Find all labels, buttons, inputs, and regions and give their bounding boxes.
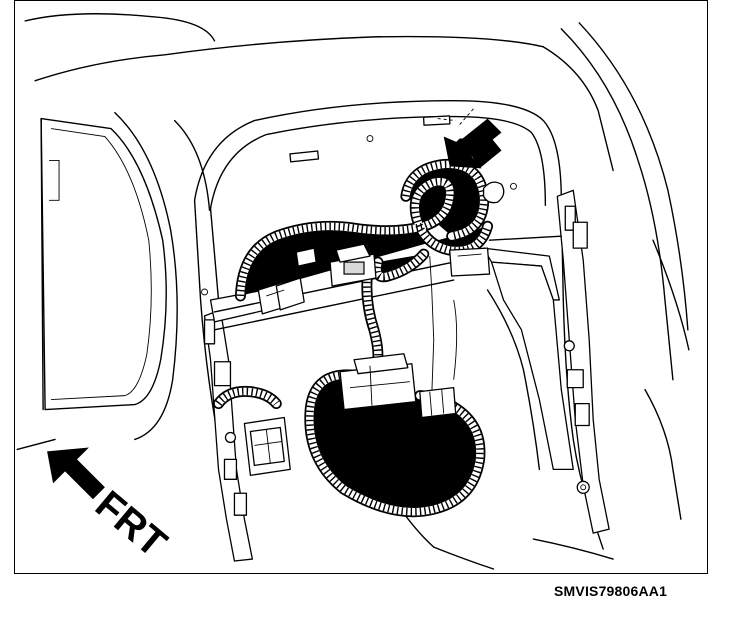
mounting-rail xyxy=(209,261,455,331)
door-pillar-left xyxy=(16,111,211,451)
left-bracket xyxy=(203,309,254,562)
arrow-down-left-icon xyxy=(437,108,502,169)
connector-left-pair xyxy=(257,277,305,315)
front-arrow-icon xyxy=(47,447,105,500)
connector-triple xyxy=(419,387,457,419)
wiring-harness-illustration: FRT xyxy=(16,13,690,570)
body-panel-outline xyxy=(24,13,690,560)
connector-mid xyxy=(329,243,377,287)
connector-top-grommet xyxy=(482,181,517,204)
connector-lower-left xyxy=(243,416,291,476)
connector-right xyxy=(449,247,491,277)
harness-loom-lower-left xyxy=(213,385,282,410)
panel-opening xyxy=(193,99,604,560)
connector-small-upper xyxy=(295,247,317,267)
right-bracket xyxy=(556,189,610,534)
connector-block-center xyxy=(339,353,417,411)
inner-right-panel xyxy=(482,235,574,471)
front-direction-indicator: FRT xyxy=(47,447,175,566)
frt-label: FRT xyxy=(87,482,175,566)
diagram-frame: FRT xyxy=(14,0,708,574)
figure-reference-code: SMVIS79806AA1 xyxy=(554,583,668,599)
